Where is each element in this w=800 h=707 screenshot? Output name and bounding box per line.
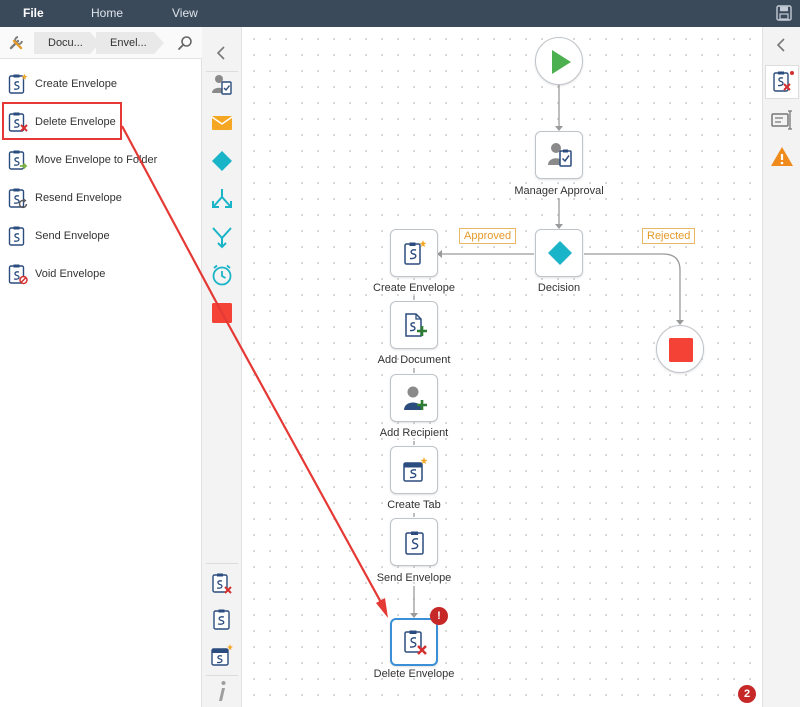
node-add-recipient[interactable] bbox=[390, 374, 438, 422]
node-manager-approval[interactable] bbox=[535, 131, 583, 179]
add-document-icon bbox=[405, 313, 427, 337]
activity-create-envelope[interactable]: Create Envelope bbox=[0, 65, 180, 103]
move-envelope-icon bbox=[8, 150, 28, 170]
activity-label: Void Envelope bbox=[35, 268, 106, 280]
node-label: Decision bbox=[537, 282, 581, 294]
chevron-left-icon[interactable] bbox=[770, 33, 794, 57]
create-envelope-icon bbox=[8, 73, 28, 94]
search-icon[interactable] bbox=[177, 35, 193, 51]
activity-send-envelope[interactable]: Send Envelope bbox=[0, 217, 180, 255]
chevron-left-icon[interactable] bbox=[210, 41, 234, 65]
properties-icon[interactable] bbox=[770, 108, 794, 132]
node-delete-envelope[interactable] bbox=[390, 618, 438, 666]
activity-resend-envelope[interactable]: Resend Envelope bbox=[0, 179, 180, 217]
stop-icon[interactable] bbox=[210, 301, 234, 325]
node-create-envelope[interactable] bbox=[390, 229, 438, 277]
node-label: Add Document bbox=[377, 354, 451, 366]
delete-envelope-icon bbox=[404, 630, 427, 655]
delete-envelope-tool-icon[interactable] bbox=[210, 571, 234, 595]
decision-icon bbox=[548, 241, 572, 265]
save-icon[interactable] bbox=[776, 5, 792, 21]
send-envelope-tool-icon[interactable] bbox=[210, 607, 234, 631]
stop-icon bbox=[669, 338, 693, 362]
split-icon[interactable] bbox=[210, 187, 234, 211]
create-envelope-icon bbox=[404, 240, 427, 265]
activity-label: Create Envelope bbox=[35, 78, 117, 90]
branch-rejected-label: Rejected bbox=[642, 228, 696, 244]
activity-label: Delete Envelope bbox=[35, 116, 116, 128]
node-label: Create Envelope bbox=[373, 282, 455, 294]
activity-list: Create Envelope Delete Envelope Move Env… bbox=[0, 65, 180, 293]
merge-icon[interactable] bbox=[210, 225, 234, 249]
node-label: Create Tab bbox=[387, 499, 441, 511]
delete-envelope-icon bbox=[8, 112, 28, 132]
menu-home[interactable]: Home bbox=[91, 6, 124, 20]
branch-approved-label: Approved bbox=[459, 228, 517, 244]
tools-icon[interactable] bbox=[8, 35, 26, 51]
send-envelope-icon bbox=[405, 531, 424, 555]
properties-panel bbox=[762, 27, 800, 707]
send-envelope-icon bbox=[8, 226, 25, 246]
highlight-box bbox=[2, 102, 122, 140]
node-decision[interactable] bbox=[535, 229, 583, 277]
activity-label: Send Envelope bbox=[35, 230, 110, 242]
info-icon[interactable] bbox=[210, 679, 234, 703]
resend-envelope-icon bbox=[8, 188, 28, 209]
issue-count-badge[interactable]: 2 bbox=[738, 685, 756, 703]
node-send-envelope[interactable] bbox=[390, 518, 438, 566]
play-icon bbox=[552, 50, 571, 74]
void-envelope-icon bbox=[8, 264, 28, 285]
activity-label: Resend Envelope bbox=[35, 192, 122, 204]
selected-activity-tab[interactable] bbox=[765, 65, 799, 99]
node-label: Delete Envelope bbox=[373, 668, 455, 680]
activity-panel: Docu... Envel... Create Envelope Delet bbox=[0, 27, 202, 707]
activity-move-envelope-to-folder[interactable]: Move Envelope to Folder bbox=[0, 141, 180, 179]
breadcrumb-item-envelopes[interactable]: Envel... bbox=[96, 32, 164, 54]
add-recipient-icon bbox=[404, 386, 427, 410]
start-node[interactable] bbox=[535, 37, 583, 85]
activity-void-envelope[interactable]: Void Envelope bbox=[0, 255, 180, 293]
warning-icon[interactable] bbox=[770, 145, 794, 169]
node-error-badge[interactable]: ! bbox=[430, 607, 448, 625]
menu-view[interactable]: View bbox=[172, 6, 198, 20]
menu-bar: File Home View bbox=[0, 0, 800, 27]
activity-label: Move Envelope to Folder bbox=[35, 154, 158, 166]
create-tab-tool-icon[interactable] bbox=[210, 643, 234, 667]
delete-envelope-icon bbox=[773, 71, 794, 92]
timer-icon[interactable] bbox=[210, 263, 234, 287]
approval-icon bbox=[548, 143, 572, 167]
email-icon[interactable] bbox=[210, 111, 234, 135]
activity-delete-envelope[interactable]: Delete Envelope bbox=[0, 103, 180, 141]
approval-icon[interactable] bbox=[210, 73, 234, 97]
node-create-tab[interactable] bbox=[390, 446, 438, 494]
node-label: Send Envelope bbox=[376, 572, 452, 584]
node-add-document[interactable] bbox=[390, 301, 438, 349]
node-label: Manager Approval bbox=[514, 185, 604, 197]
stop-node[interactable] bbox=[656, 325, 704, 373]
decision-icon[interactable] bbox=[210, 149, 234, 173]
menu-file[interactable]: File bbox=[23, 6, 44, 20]
node-label: Add Recipient bbox=[379, 427, 449, 439]
create-tab-icon bbox=[403, 457, 428, 482]
toolbox bbox=[202, 27, 242, 707]
breadcrumb-item-documents[interactable]: Docu... bbox=[34, 32, 100, 54]
breadcrumb: Docu... Envel... bbox=[0, 27, 202, 59]
